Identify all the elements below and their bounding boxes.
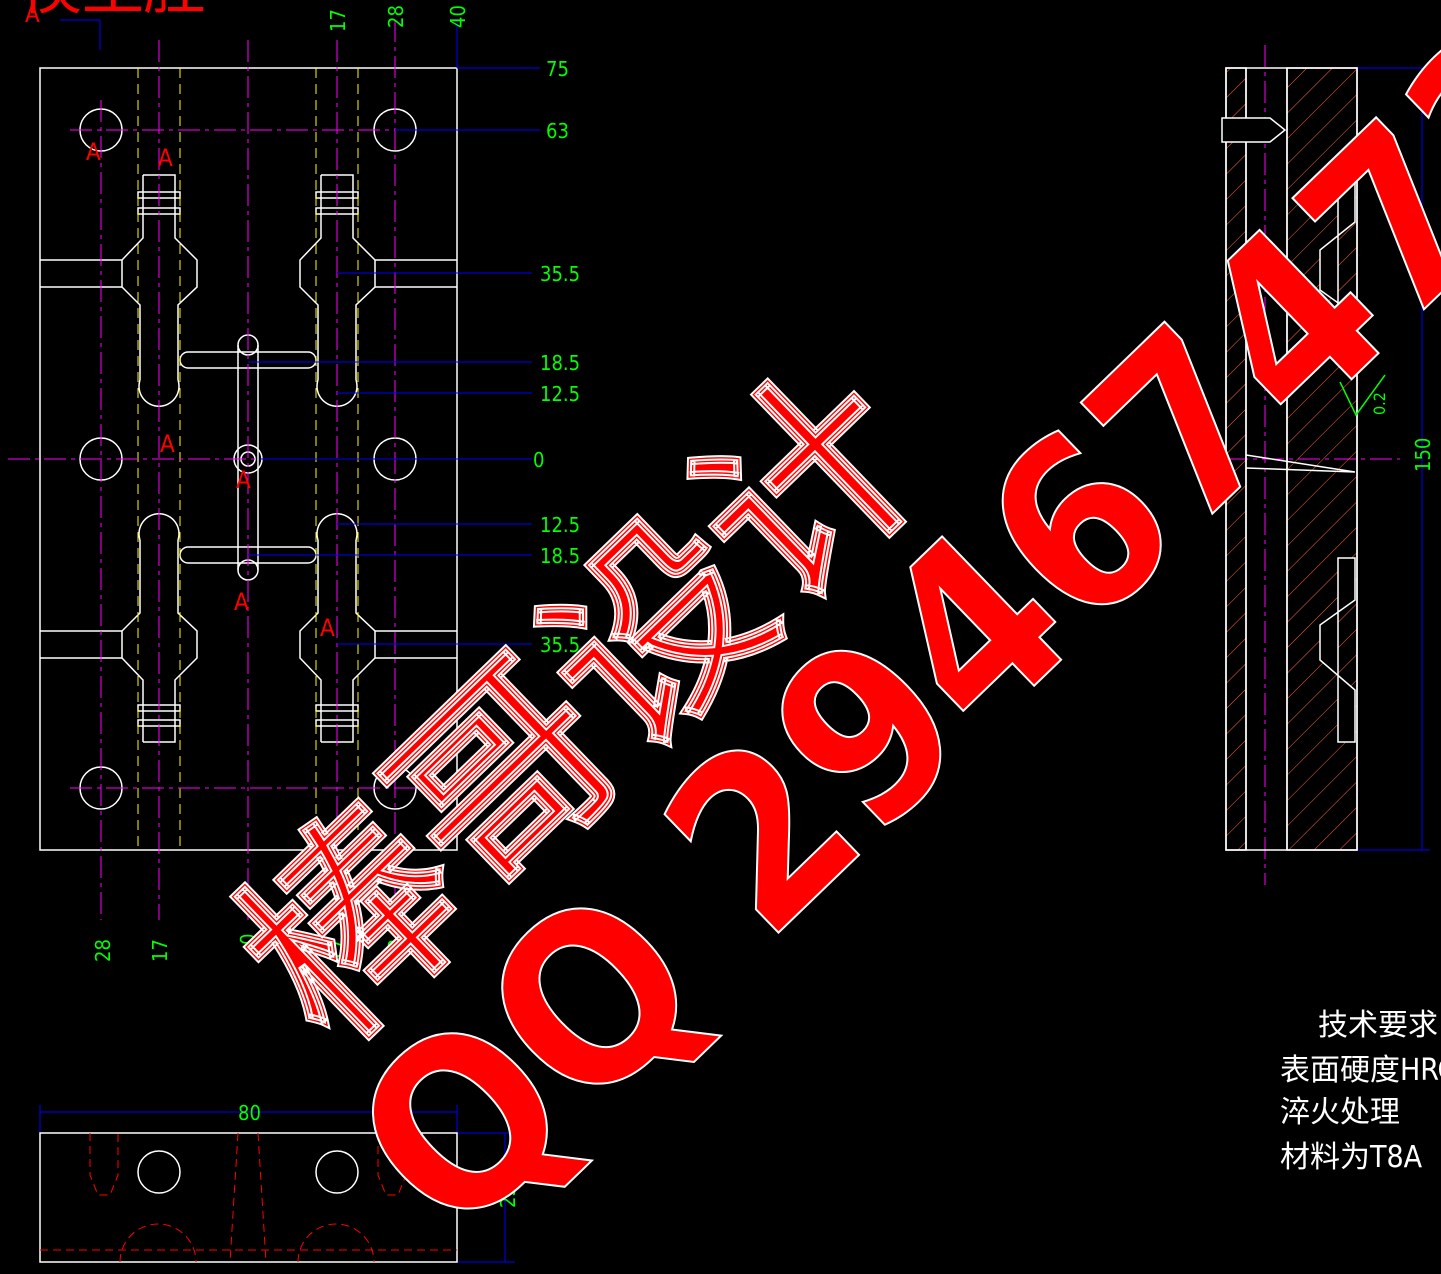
side-runner-upper-left [40,259,122,288]
dim-label: 28 [91,939,115,962]
bottom-hidden [40,1132,457,1263]
front-top-dimensions: 17 28 40 [326,5,470,32]
dim-label: 0 [236,934,260,945]
dim-label: 18.5 [540,351,580,375]
dim-label: 28 [384,939,408,962]
cavity-lower-left [121,540,198,743]
watermark-line2: QQ 29467473 [304,0,1441,1274]
dim-label: 0 [533,448,544,472]
bottom-height-dim: 25 [496,1185,520,1208]
tech-note-line: 材料为T8A [1280,1140,1423,1175]
bottom-view [39,1132,458,1263]
side-view-outline [1225,67,1358,851]
dim-label: 12.5 [540,513,580,537]
section-mark: A [320,614,335,642]
tech-note-line: 淬火处理 [1280,1095,1400,1130]
bottom-width-dim: 80 [238,1101,261,1125]
drawing-title: 模型腔 [20,0,206,23]
section-mark: A [160,430,175,458]
section-mark: A [158,144,173,172]
section-mark: A [236,466,251,494]
dim-label: 63 [546,119,569,143]
dimension-lines [39,19,1430,1263]
side-runner-lower-right [375,630,457,659]
section-markers: A A A A A A A [25,0,335,642]
dim-label: 12.5 [540,382,580,406]
cavity-upper-right [299,174,376,380]
cavity-upper-left [121,174,198,380]
dim-label: 18.5 [540,544,580,568]
watermark: 棒哥设计 QQ 29467473 [194,0,1441,1274]
sprue-runner [237,345,259,570]
side-height-dim: 150 [1411,438,1435,472]
dim-label: 17 [326,939,350,962]
dim-label: 75 [546,57,569,81]
front-right-dimensions: 75 63 35.5 18.5 12.5 0 12.5 18.5 35.5 [533,57,580,657]
section-mark: A [25,0,40,28]
tech-note-line: 表面硬度HRC54 [1280,1053,1441,1088]
front-bottom-dimensions: 28 17 0 17 28 [91,934,408,962]
dim-label: 35.5 [540,262,580,286]
dim-label: 28 [384,5,408,28]
guide-hole [137,1150,181,1194]
dim-label: 35.5 [540,633,580,657]
dim-label: 17 [148,939,172,962]
side-runner-upper-right [375,259,457,288]
dim-label: 40 [446,5,470,28]
technical-requirements: 技术要求 表面硬度HRC54 淬火处理 材料为T8A [1280,1008,1441,1175]
section-mark: A [86,138,101,166]
tech-notes-heading: 技术要求 [1318,1008,1438,1043]
section-mark: A [234,588,249,616]
dim-label: 17 [326,9,350,32]
cavity-lower-right [299,540,376,743]
bottom-view-outline [39,1132,458,1263]
roughness-value: 0.2 [1370,392,1389,415]
side-view [1221,67,1358,851]
center-lines [8,20,1400,920]
side-runner-lower-left [40,630,122,659]
roughness-symbol: 0.2 [1339,374,1389,417]
guide-hole [315,1150,359,1194]
